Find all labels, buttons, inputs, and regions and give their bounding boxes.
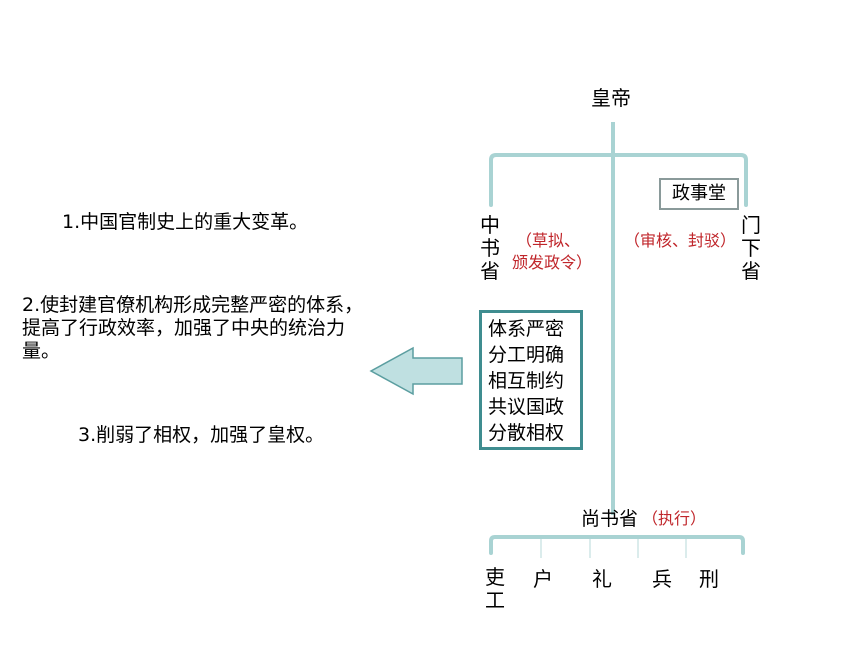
menxia-label: 门 下 省 <box>741 213 761 283</box>
point-2: 2.使封建官僚机构形成完整严密的体系， 提高了行政效率，加强了中央的统治力 量。 <box>22 294 364 362</box>
ministry-li-rites: 礼 <box>592 567 612 591</box>
bottom-bracket <box>489 535 745 555</box>
zhongshu-label: 中 书 省 <box>480 213 500 283</box>
point-3: 3.削弱了相权，加强了皇权。 <box>78 424 325 446</box>
shangshu-label: 尚书省 <box>581 508 639 530</box>
menxia-role: （审核、封驳） <box>624 231 737 250</box>
emperor-label: 皇帝 <box>591 86 631 110</box>
point-1: 1.中国官制史上的重大变革。 <box>62 211 309 233</box>
shangshu-role: （执行） <box>642 509 707 528</box>
zhongshu-role: （草拟、 颁发政令） <box>512 231 593 272</box>
ministry-hu: 户 <box>533 567 553 591</box>
feature-item: 体系严密 <box>488 318 565 340</box>
ministry-bing: 兵 <box>652 567 672 591</box>
ministry-xing: 刑 <box>699 567 719 591</box>
feature-item: 分散相权 <box>488 422 565 444</box>
feature-item: 共议国政 <box>488 396 565 418</box>
ministry-li-gong: 吏 工 <box>485 565 505 612</box>
feature-item: 相互制约 <box>488 370 565 392</box>
zhengshitang-box: 政事堂 <box>659 178 739 210</box>
left-arrow <box>369 346 463 396</box>
feature-item: 分工明确 <box>488 344 565 366</box>
top-bracket <box>489 153 748 207</box>
features-box: 体系严密 分工明确 相互制约 共议国政 分散相权 <box>479 310 583 450</box>
